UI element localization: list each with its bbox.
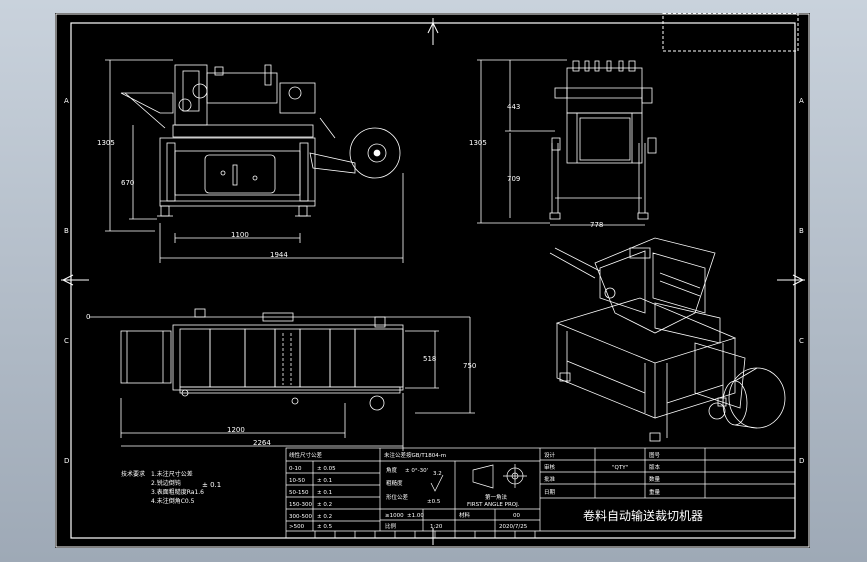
zone-letter-a: A: [64, 97, 69, 105]
outer-border: [55, 13, 810, 548]
tb-right-drawing-no: 图号: [649, 451, 661, 459]
tol-range-1: 10-50: [289, 478, 305, 484]
flatness-label: 形位公差: [386, 493, 409, 501]
title-block: 设计 审核 批准 日期 "QTY" 图号 版本 数量 重量 卷料自动输送裁切机器: [544, 451, 703, 523]
tol-value-1: ± 0.1: [317, 478, 332, 484]
top-dim-width: 518: [423, 355, 436, 363]
cad-drawing: A B C D A B C D: [55, 12, 810, 548]
front-view: [105, 59, 404, 263]
notes-heading: 技术要求: [121, 470, 145, 478]
zone-letter-d-right: D: [799, 457, 804, 465]
mid-value: ±1.00: [407, 513, 424, 519]
side-dim-height: 1305: [469, 139, 487, 147]
zone-letter-b-right: B: [799, 227, 804, 235]
note-1: 1.未注尺寸公差: [151, 470, 193, 478]
tb-qty: "QTY": [612, 465, 628, 471]
angle-label: 角度: [386, 466, 398, 474]
top-dim-origin: 0: [86, 313, 90, 321]
side-dim-upper: 443: [507, 103, 520, 111]
front-view-dims: 1305 670 1100 1944: [97, 139, 288, 259]
tol-value-2: ± 0.1: [317, 490, 332, 496]
drawing-sheet: A B C D A B C D: [55, 12, 810, 548]
tol-value-4: ± 0.2: [317, 514, 332, 520]
drawing-title: 卷料自动输送裁切机器: [583, 508, 703, 523]
zone-letter-c-right: C: [799, 337, 804, 345]
top-dim-inner-length: 1200: [227, 426, 245, 434]
centering-marks: [61, 18, 805, 545]
front-dim-inner-width: 1100: [231, 231, 249, 239]
side-view: [477, 59, 657, 226]
side-view-dims: 1305 443 709 778: [469, 103, 603, 229]
title-block-grid: [285, 447, 796, 539]
roughness-value: 3.2: [433, 471, 442, 477]
projection-label: 第一角法: [485, 493, 508, 501]
note-4: 4.未注倒角C0.5: [151, 497, 195, 505]
tb-right-version: 版本: [649, 463, 661, 471]
tb-right-quantity: 数量: [649, 475, 661, 483]
roughness-label: 粗糙度: [386, 479, 403, 487]
tol-range-4: 300-500: [289, 514, 312, 520]
tb-label-review: 审核: [544, 463, 556, 471]
tol-header-right: 未注公差按GB/T1804-m: [384, 451, 446, 459]
tol-range-0: 0-10: [289, 466, 302, 472]
side-dim-lower: 709: [507, 175, 520, 183]
note-3: 3.表面粗糙度Ra1.6: [151, 488, 204, 496]
tol-value-0: ± 0.05: [317, 466, 336, 472]
front-dim-overall-width: 1944: [270, 251, 288, 259]
tol-range-3: 150-300: [289, 502, 312, 508]
flatness-value: ±0.5: [427, 499, 441, 505]
tb-label-design: 设计: [544, 451, 556, 459]
drawing-date: 2020/7/25: [499, 524, 528, 530]
border-zone-labels: A B C D A B C D: [64, 97, 804, 465]
tb-label-approve: 批准: [544, 475, 556, 483]
angle-tolerance: ± 0°-30': [405, 468, 428, 474]
material-value: 00: [513, 513, 520, 519]
top-dim-overall-length: 2264: [253, 439, 271, 447]
top-view: [89, 308, 475, 451]
note-2: 2.锐边倒钝: [151, 479, 181, 487]
front-dim-height: 1305: [97, 139, 115, 147]
tb-label-date: 日期: [544, 489, 556, 496]
material-label: 材料: [459, 511, 471, 519]
zone-letter-d: D: [64, 457, 69, 465]
front-dim-lower-height: 670: [121, 179, 134, 187]
top-right-box: [662, 12, 799, 52]
tol-value-3: ± 0.2: [317, 502, 332, 508]
side-dim-width: 778: [590, 221, 603, 229]
tol-range-2: 50-150: [289, 490, 309, 496]
projection-method: FIRST ANGLE PROJ.: [467, 502, 520, 508]
tol-range-5: >500: [289, 524, 305, 530]
scale-value: 1:20: [430, 524, 443, 530]
tol-header-left: 线性尺寸公差: [289, 451, 323, 459]
zone-letter-b: B: [64, 227, 69, 235]
top-dim-overall-width: 750: [463, 362, 476, 370]
isometric-view: [549, 237, 786, 442]
top-view-dims: 0 518 750 1200 2264: [86, 313, 476, 447]
technical-notes: 技术要求 1.未注尺寸公差 2.锐边倒钝 3.表面粗糙度Ra1.6 4.未注倒角…: [121, 470, 221, 505]
zone-letter-a-right: A: [799, 97, 804, 105]
general-tolerance: ± 0.1: [202, 481, 221, 489]
mid-label: ≥1000: [385, 513, 404, 519]
scale-label: 比例: [385, 522, 397, 530]
zone-letter-c: C: [64, 337, 69, 345]
tb-right-weight: 重量: [649, 488, 661, 496]
tol-value-5: ± 0.5: [317, 524, 333, 530]
tolerance-table: 线性尺寸公差 未注公差按GB/T1804-m 0-10 ± 0.05 10-50…: [289, 451, 528, 530]
